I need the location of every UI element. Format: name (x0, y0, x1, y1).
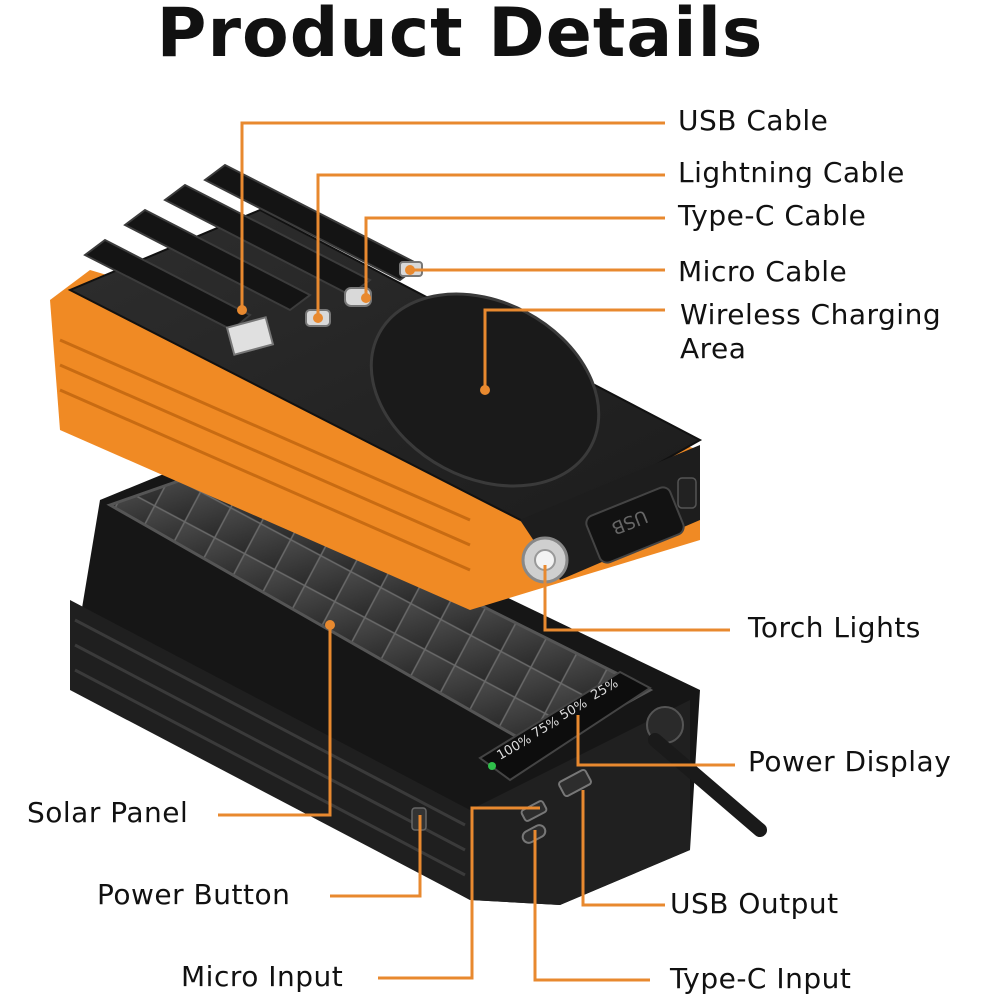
label-wireless-line2: Area (680, 332, 747, 365)
micro-input-leader (378, 806, 540, 980)
cable-strap (648, 733, 767, 837)
torch-leader (543, 565, 730, 632)
label-wireless-line1: Wireless Charging (680, 298, 942, 331)
solar-panel-leader (218, 625, 332, 817)
usb-port-slot (585, 486, 685, 564)
typec-input-leader (533, 830, 650, 982)
label-usb-output: USB Output (670, 887, 839, 920)
power-button-leader (330, 815, 422, 898)
lightning-cable-leader (316, 173, 665, 318)
label-typec-input: Type-C Input (670, 962, 852, 995)
usb-cable-connector (225, 316, 275, 356)
solar-bank-front (470, 700, 690, 905)
typec-cable-leader (364, 216, 665, 298)
micro-input-port (520, 800, 548, 822)
label-micro-input: Micro Input (181, 960, 344, 993)
label-lightning-cable: Lightning Cable (678, 156, 905, 189)
label-usb-cable: USB Cable (678, 104, 829, 137)
wireless-leader (483, 308, 665, 390)
usb-output-leader (581, 790, 665, 907)
label-solar-panel: Solar Panel (27, 796, 189, 829)
solar-panel-surface (106, 468, 654, 752)
solar-power-bank (70, 455, 767, 905)
usb-cable-leader (240, 121, 665, 310)
label-torch-lights: Torch Lights (748, 611, 921, 644)
page-title: Product Details (156, 0, 764, 73)
power-display-leader (576, 715, 735, 767)
label-typec-cable: Type-C Cable (678, 199, 867, 232)
leader-lines (218, 121, 735, 982)
label-wireless-charging: Wireless Charging Area (680, 298, 980, 366)
label-power-button: Power Button (97, 878, 291, 911)
usb-output-port (558, 768, 592, 798)
leader-dots (237, 265, 490, 630)
label-power-display: Power Display (748, 745, 952, 778)
label-micro-cable: Micro Cable (678, 255, 848, 288)
power-display-screen (478, 670, 652, 782)
